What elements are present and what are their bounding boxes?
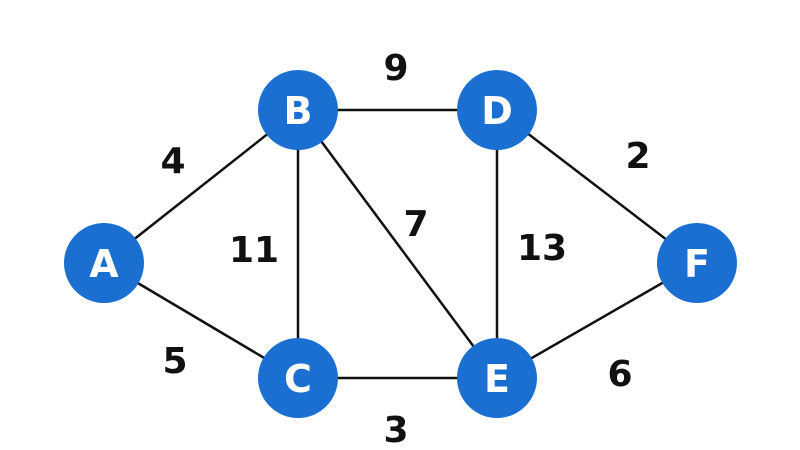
node-a-label: A — [89, 242, 119, 286]
node-b-circle — [258, 70, 338, 150]
weight-b-c: 11 — [229, 230, 279, 271]
weight-d-f: 2 — [625, 136, 650, 177]
edge-d-f — [496, 109, 698, 264]
edge-weights: 4 5 11 9 7 3 13 2 6 — [160, 48, 650, 450]
node-e: E — [457, 338, 537, 418]
node-c-label: C — [284, 357, 312, 401]
node-d-circle — [457, 70, 537, 150]
edge-b-e — [296, 109, 499, 379]
weight-a-b: 4 — [160, 141, 185, 182]
node-a: A — [64, 223, 144, 303]
node-f: F — [657, 223, 737, 303]
edge-a-b — [103, 109, 299, 264]
node-b: B — [258, 70, 338, 150]
node-a-circle — [64, 223, 144, 303]
node-f-circle — [657, 223, 737, 303]
node-b-label: B — [284, 89, 313, 133]
node-c-circle — [258, 338, 338, 418]
node-d-label: D — [481, 89, 513, 133]
weight-b-e: 7 — [403, 204, 428, 245]
node-c: C — [258, 338, 338, 418]
nodes: A B C D E F — [64, 70, 737, 418]
weight-d-e: 13 — [517, 228, 567, 269]
edges — [103, 108, 698, 380]
weight-a-c: 5 — [162, 341, 187, 382]
weight-c-e: 3 — [383, 410, 408, 450]
node-e-circle — [457, 338, 537, 418]
node-f-label: F — [684, 242, 710, 286]
weight-e-f: 6 — [607, 354, 632, 395]
node-e-label: E — [484, 357, 510, 401]
weight-b-d: 9 — [383, 48, 408, 89]
node-d: D — [457, 70, 537, 150]
